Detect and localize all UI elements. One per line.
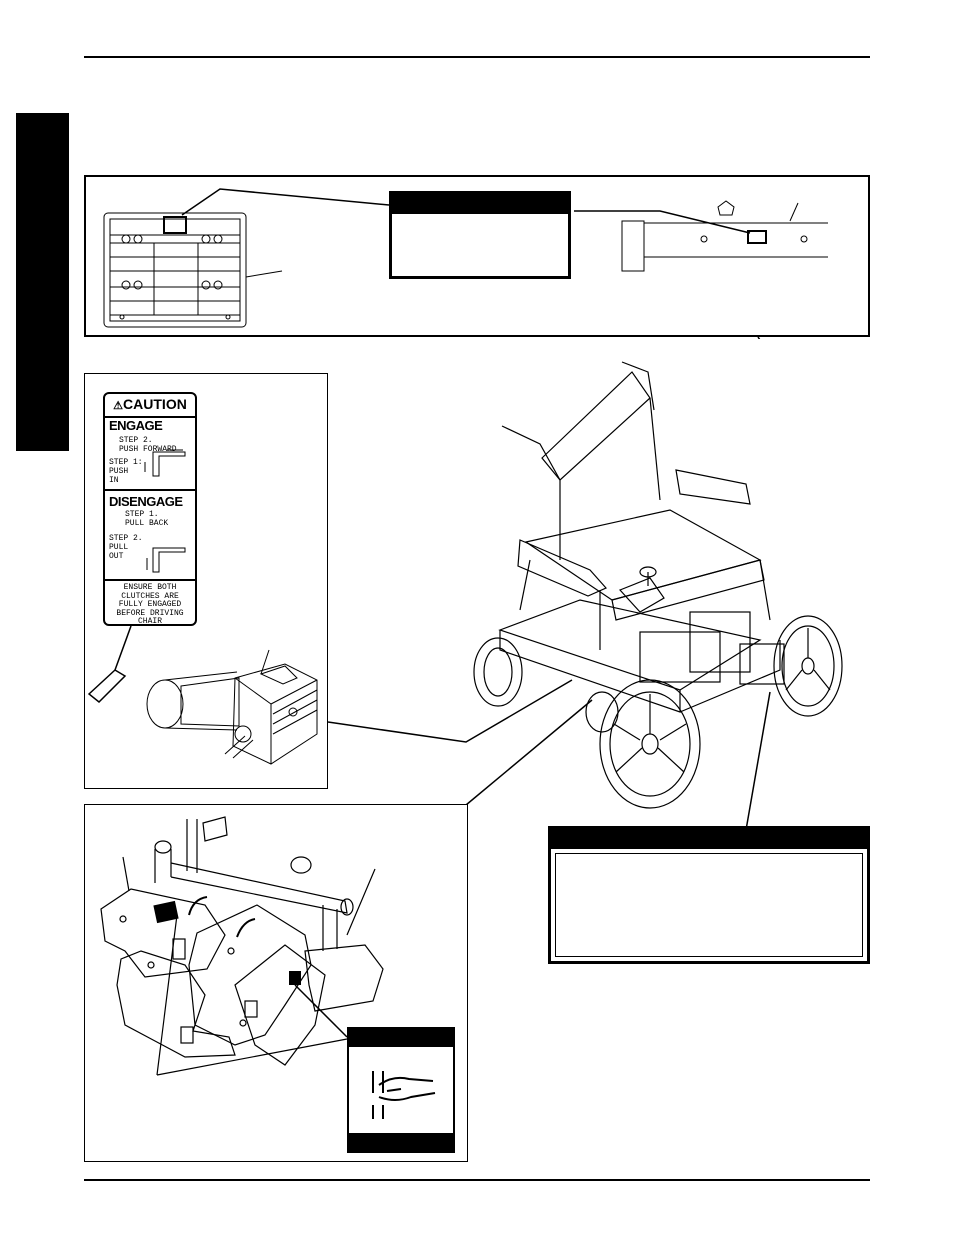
pinch-label-top-bar xyxy=(349,1029,453,1047)
motor-gearbox-drawing xyxy=(87,625,318,765)
caution-footer-line3: FULLY ENGAGED xyxy=(118,600,182,609)
caution-footer-line1: ENSURE BOTH xyxy=(123,583,177,592)
engage-step1-action2: IN xyxy=(109,476,119,485)
motor-warning-inner-border xyxy=(555,853,863,957)
warning-label-header-bar xyxy=(392,194,568,214)
header-rule xyxy=(84,56,870,58)
caution-triangle-icon: ⚠ xyxy=(113,400,124,412)
caution-footer-line5: CHAIR xyxy=(137,617,162,626)
disengage-title: DISENGAGE xyxy=(109,494,183,509)
caution-decal: ⚠CAUTION ENGAGE STEP 2. PUSH FORWARD STE… xyxy=(103,392,197,626)
clutch-caution-panel: ⚠CAUTION ENGAGE STEP 2. PUSH FORWARD STE… xyxy=(84,373,328,789)
engage-step1: STEP 1: xyxy=(109,458,143,467)
footer-rule xyxy=(84,1179,870,1181)
engage-step2: STEP 2. xyxy=(119,436,153,445)
section-tab xyxy=(16,113,69,451)
battery-box-and-frame-drawing xyxy=(103,188,828,339)
disengage-step2-action2: OUT xyxy=(109,552,124,561)
anti-tipper-panel xyxy=(84,804,468,1162)
motor-warning-header-bar xyxy=(551,829,867,849)
pinch-point-label xyxy=(347,1027,455,1153)
disengage-step2: STEP 2. xyxy=(109,534,143,543)
pinch-label-bottom-bar xyxy=(349,1133,453,1151)
engage-title: ENGAGE xyxy=(109,418,163,433)
engage-step1-action: PUSH xyxy=(109,467,129,476)
caution-footer-line4: BEFORE DRIVING xyxy=(116,608,184,618)
motor-warning-label-box xyxy=(548,826,870,964)
top-detail-panel xyxy=(84,175,870,339)
frame-pinch-point-drawing xyxy=(100,816,384,1076)
disengage-step1: STEP 1. xyxy=(125,510,159,519)
disengage-step1-action: PULL BACK xyxy=(125,519,169,528)
warning-label-box xyxy=(389,191,571,279)
disengage-step2-action: PULL xyxy=(109,543,129,552)
caution-footer-line2: CLUTCHES ARE xyxy=(121,591,179,601)
engage-lever-diagram xyxy=(105,449,195,581)
caution-header: CAUTION xyxy=(123,396,187,412)
hand-pinch-icon xyxy=(372,1071,436,1119)
engage-step2-action: PUSH FORWARD xyxy=(119,445,177,454)
